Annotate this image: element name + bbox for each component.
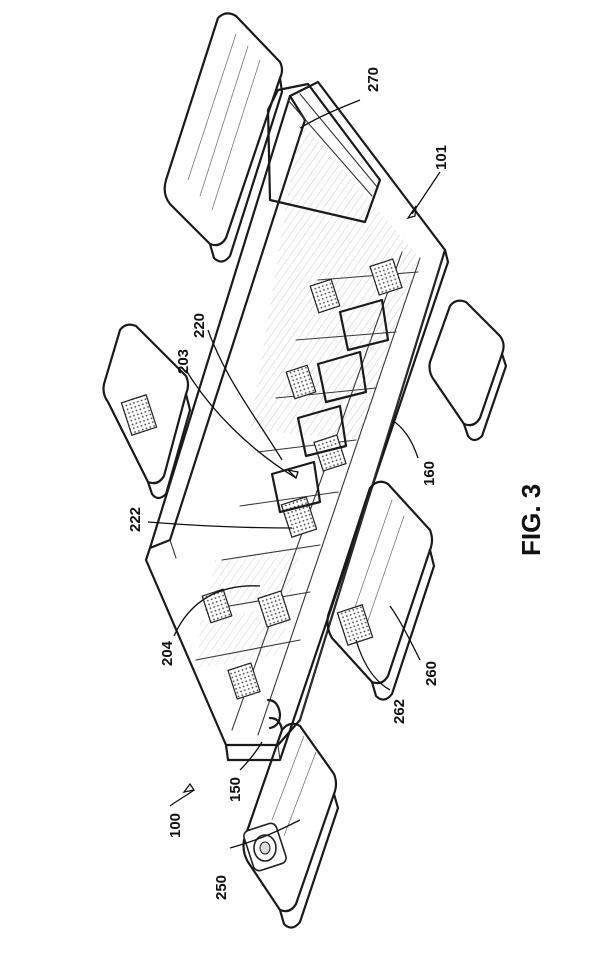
label-100: 100 <box>167 813 184 838</box>
module-270-detached <box>163 12 284 263</box>
module-upper-left <box>102 323 192 500</box>
label-250: 250 <box>213 875 230 900</box>
label-101: 101 <box>433 145 450 170</box>
figure-caption: FIG. 3 <box>516 484 546 556</box>
module-260-detached <box>326 480 436 701</box>
reference-labels: 270 101 220 203 160 222 204 260 262 150 … <box>127 67 546 900</box>
module-250-detached <box>242 722 340 929</box>
module-right-small <box>428 299 508 442</box>
label-262: 262 <box>391 699 408 724</box>
label-160: 160 <box>421 461 438 486</box>
leader-lines <box>147 99 441 849</box>
label-270: 270 <box>365 67 382 92</box>
label-150: 150 <box>227 777 244 802</box>
label-222: 222 <box>127 507 144 532</box>
chassis-connectors <box>201 258 403 700</box>
label-203: 203 <box>175 349 192 374</box>
label-220: 220 <box>191 313 208 338</box>
inserted-modules <box>266 82 390 514</box>
label-260: 260 <box>423 661 440 686</box>
label-204: 204 <box>159 640 176 666</box>
